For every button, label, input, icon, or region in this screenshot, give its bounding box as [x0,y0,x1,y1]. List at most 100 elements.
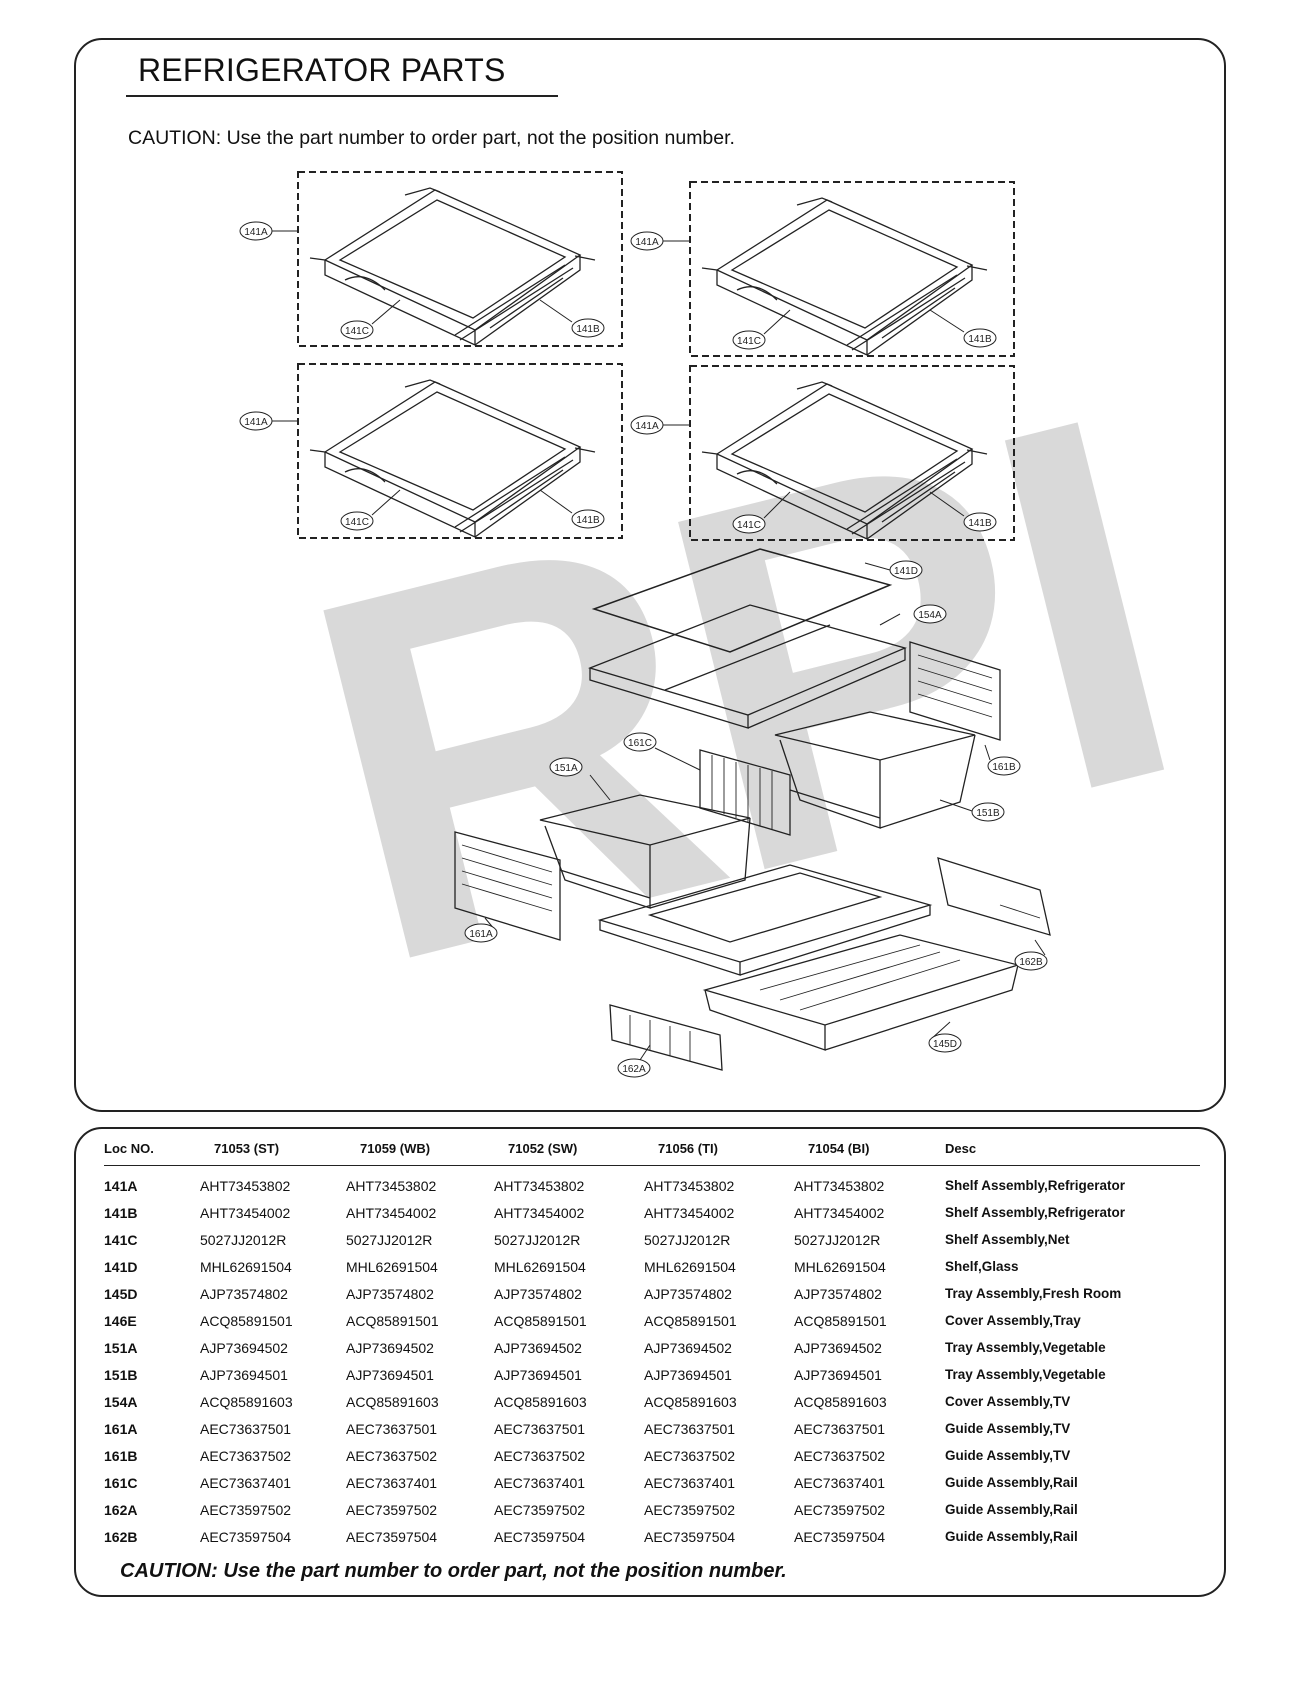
cell-part-number: MHL62691504 [794,1258,886,1275]
header-model-71056: 71056 (TI) [644,1137,794,1166]
header-model-71054: 71054 (BI) [794,1137,945,1166]
cell-part-number: AEC73597504 [200,1528,292,1545]
cell-part-number: AEC73637501 [200,1420,292,1437]
callout-161a: 161A [469,929,493,940]
cell-part-number: AEC73637502 [200,1447,292,1464]
callout-141c: 141C [345,326,369,337]
cell-part-number: MHL62691504 [644,1258,736,1275]
cell-part-number: ACQ85891603 [794,1393,887,1410]
callout-141d: 141D [894,566,918,577]
cell-loc-no: 145D [104,1285,138,1302]
table-row: 141B AHT73454002 AHT73454002 AHT73454002 AHT… [104,1199,1200,1226]
cell-part-number: AEC73637501 [644,1420,736,1437]
callout-141a: 141A [635,237,659,248]
cell-part-number: AJP73574802 [644,1285,732,1302]
cell-loc-no: 154A [104,1393,138,1410]
table-panel [74,1127,1226,1597]
callout-141b: 141B [968,334,992,345]
cell-part-number: AEC73597502 [200,1501,292,1518]
cell-part-number: AEC73637501 [494,1420,586,1437]
shelf-box-4 [689,365,1015,541]
cell-part-number: AJP73574802 [200,1285,288,1302]
cell-part-number: ACQ85891603 [494,1393,587,1410]
callout-141b: 141B [968,518,992,529]
callout-141b: 141B [576,515,600,526]
cell-desc: Tray Assembly,Vegetable [945,1340,1106,1355]
cell-part-number: AEC73597504 [346,1528,438,1545]
cell-part-number: AHT73454002 [346,1204,437,1221]
cell-part-number: MHL62691504 [346,1258,438,1275]
table-row: 141D MHL62691504 MHL62691504 MHL62691504 MHL… [104,1253,1200,1280]
cell-part-number: MHL62691504 [200,1258,292,1275]
callout-162b: 162B [1019,957,1043,968]
cell-part-number: AHT73453802 [346,1177,437,1194]
cell-loc-no: 162B [104,1528,138,1545]
cell-loc-no: 161A [104,1420,138,1437]
cell-part-number: AEC73597504 [644,1528,736,1545]
cell-part-number: ACQ85891603 [200,1393,293,1410]
shelf-box-3 [297,363,623,539]
page-title: REFRIGERATOR PARTS [138,52,506,88]
callout-141b: 141B [576,324,600,335]
header-desc: Desc [945,1137,1200,1166]
cell-part-number: AJP73574802 [794,1285,882,1302]
cell-desc: Shelf Assembly,Refrigerator [945,1178,1126,1193]
exploded-parts-diagram: 141A 141C 141B 141A 141C 141B 141A 141C … [239,171,1051,1078]
callout-141a: 141A [244,417,268,428]
cell-part-number: AJP73694502 [644,1339,732,1356]
cell-part-number: AHT73453802 [794,1177,885,1194]
cell-desc: Cover Assembly,Tray [945,1313,1081,1328]
cell-part-number: AEC73637401 [494,1474,586,1491]
title-underline [126,95,558,97]
callout-141c: 141C [737,336,761,347]
shelf-box-1 [297,171,623,347]
caution-note-bottom: CAUTION: Use the part number to order pa… [120,1560,787,1582]
cell-part-number: ACQ85891501 [644,1312,737,1329]
cell-part-number: MHL62691504 [494,1258,586,1275]
cell-loc-no: 146E [104,1312,137,1329]
cell-part-number: AHT73454002 [644,1204,735,1221]
cell-part-number: AJP73694501 [794,1366,882,1383]
cell-part-number: AEC73637502 [346,1447,438,1464]
cell-part-number: AEC73637401 [346,1474,438,1491]
cell-loc-no: 141B [104,1204,138,1221]
cell-part-number: AHT73453802 [494,1177,585,1194]
cell-loc-no: 141A [104,1177,138,1194]
cell-part-number: AEC73637502 [494,1447,586,1464]
cell-part-number: AJP73574802 [494,1285,582,1302]
header-model-71059: 71059 (WB) [346,1137,494,1166]
cell-part-number: 5027JJ2012R [644,1231,731,1248]
callout-161b: 161B [992,762,1016,773]
callout-161c: 161C [628,738,652,749]
cell-part-number: AEC73637502 [794,1447,886,1464]
header-model-71052: 71052 (SW) [494,1137,644,1166]
cell-part-number: AEC73637401 [200,1474,292,1491]
cell-part-number: AJP73694502 [794,1339,882,1356]
cell-loc-no: 141D [104,1258,138,1275]
shelf-box-2 [689,181,1015,357]
callout-145d: 145D [933,1039,957,1050]
callout-162a: 162A [622,1064,646,1075]
cell-part-number: AEC73597502 [794,1501,886,1518]
cell-part-number: ACQ85891501 [200,1312,293,1329]
cell-part-number: AHT73454002 [494,1204,585,1221]
cell-part-number: AJP73574802 [346,1285,434,1302]
cell-part-number: 5027JJ2012R [346,1231,433,1248]
cell-part-number: AJP73694501 [644,1366,732,1383]
cell-desc: Tray Assembly,Vegetable [945,1367,1106,1382]
cell-loc-no: 151A [104,1339,138,1356]
cell-part-number: AHT73454002 [794,1204,885,1221]
cell-part-number: 5027JJ2012R [794,1231,881,1248]
cell-part-number: AHT73453802 [200,1177,291,1194]
callout-154a: 154A [918,610,942,621]
cell-part-number: AJP73694502 [200,1339,288,1356]
cell-part-number: AHT73454002 [200,1204,291,1221]
cell-loc-no: 161C [104,1474,138,1491]
table-header-row: Loc NO. 71053 (ST) 71059 (WB) 71052 (SW)… [104,1137,1200,1166]
callout-141c: 141C [737,520,761,531]
